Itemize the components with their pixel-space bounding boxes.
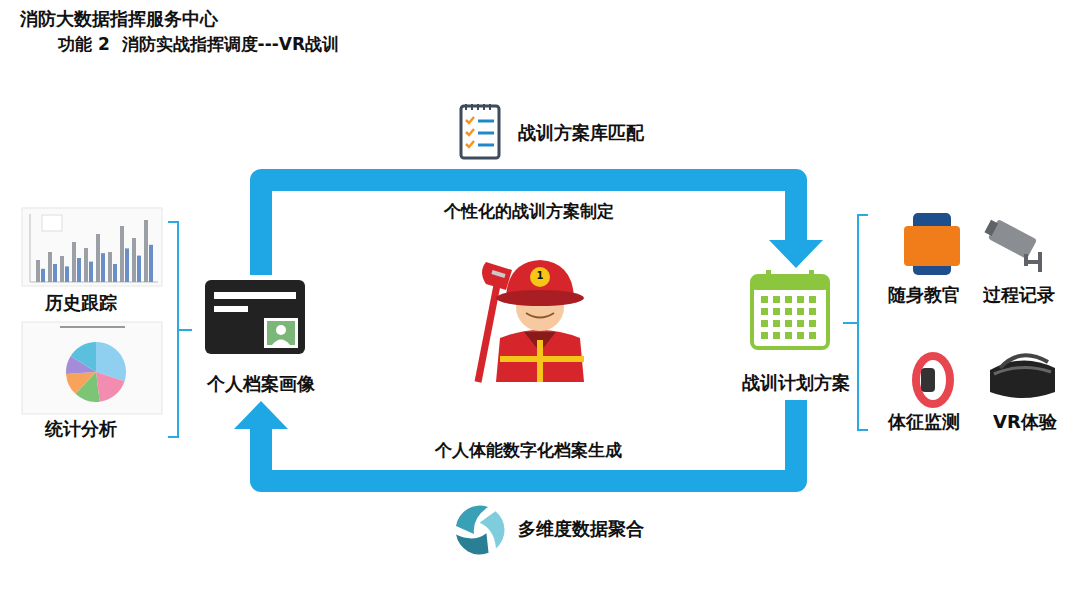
badge-number: 1 xyxy=(534,270,546,282)
aggregation-icon xyxy=(455,506,513,563)
label: 战训方案库匹配 xyxy=(518,122,644,144)
label: 统计分析 xyxy=(45,418,117,440)
label: 过程记录 xyxy=(983,284,1055,306)
edge-label: 个性化的战训方案制定 xyxy=(440,200,618,222)
pie-chart-thumbnail xyxy=(22,322,162,414)
process-node: 个人档案画像 xyxy=(180,275,342,401)
camera-icon xyxy=(983,216,1040,272)
process-node: 战训计划方案 xyxy=(712,268,880,400)
label: 随身教官 xyxy=(888,284,960,306)
arrow-band xyxy=(261,400,796,481)
arrow-head xyxy=(769,240,823,268)
node-label: 战训计划方案 xyxy=(712,372,880,394)
checklist-icon xyxy=(461,104,499,158)
firefighter-figure xyxy=(478,260,584,382)
wristband-icon xyxy=(916,356,950,404)
flow-arrow xyxy=(234,400,796,481)
bar-chart-thumbnail xyxy=(22,208,162,286)
node-label: 个人档案画像 xyxy=(180,373,342,395)
arrow-band xyxy=(261,180,796,275)
label: 多维度数据聚合 xyxy=(518,518,644,540)
label: VR体验 xyxy=(993,411,1057,433)
tablet-icon xyxy=(904,213,960,275)
arrow-head xyxy=(234,401,288,429)
label: 体征监测 xyxy=(888,411,960,433)
bracket xyxy=(168,222,192,437)
flow-arrow xyxy=(261,180,823,275)
edge-label: 个人体能数字化档案生成 xyxy=(431,439,626,461)
id-card-icon xyxy=(205,280,305,354)
title: 消防大数据指挥服务中心 xyxy=(20,8,218,30)
vr-headset-icon xyxy=(990,355,1055,398)
calendar-icon xyxy=(752,270,828,348)
bracket xyxy=(843,215,868,430)
label: 功能 2 消防实战指挥调度---VR战训 xyxy=(58,34,339,54)
label: 历史跟踪 xyxy=(45,292,117,314)
